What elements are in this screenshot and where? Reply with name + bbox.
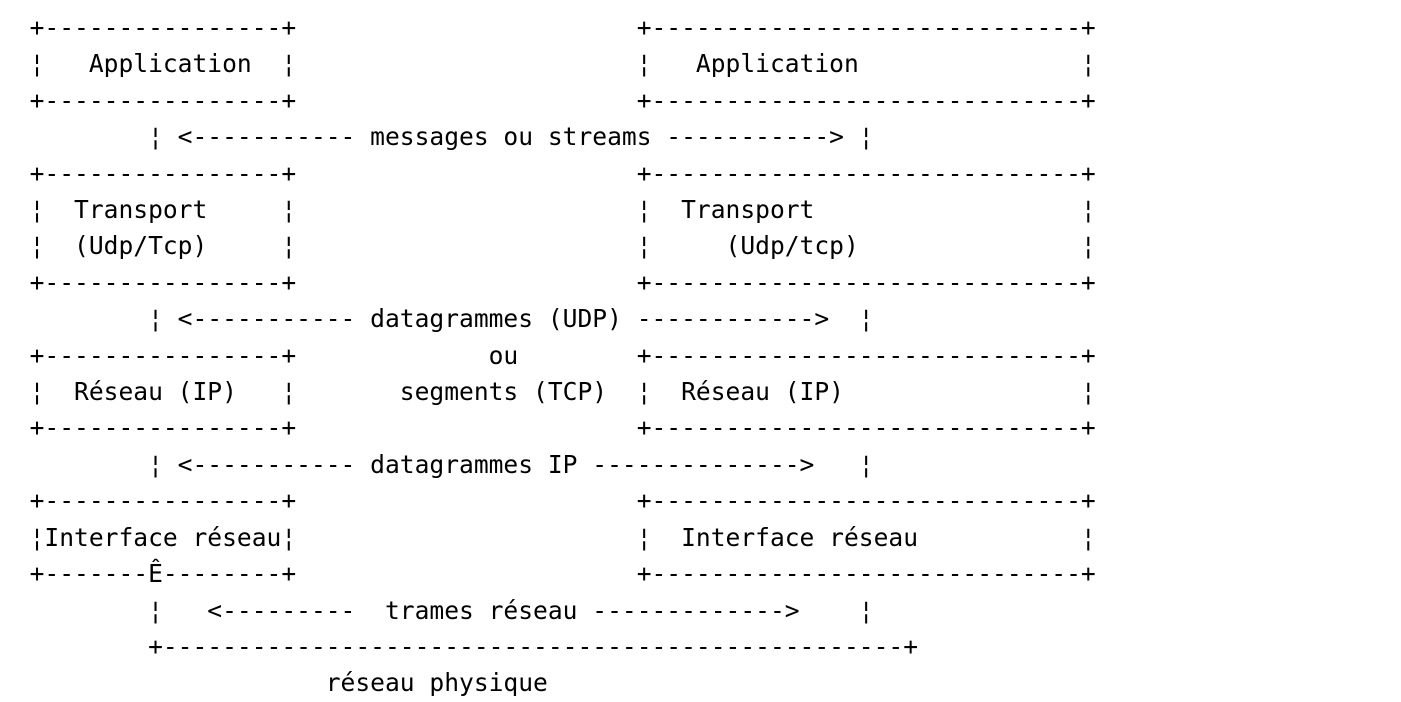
network-layers-ascii-diagram: +----------------+ +--------------------… [29, 13, 1096, 698]
